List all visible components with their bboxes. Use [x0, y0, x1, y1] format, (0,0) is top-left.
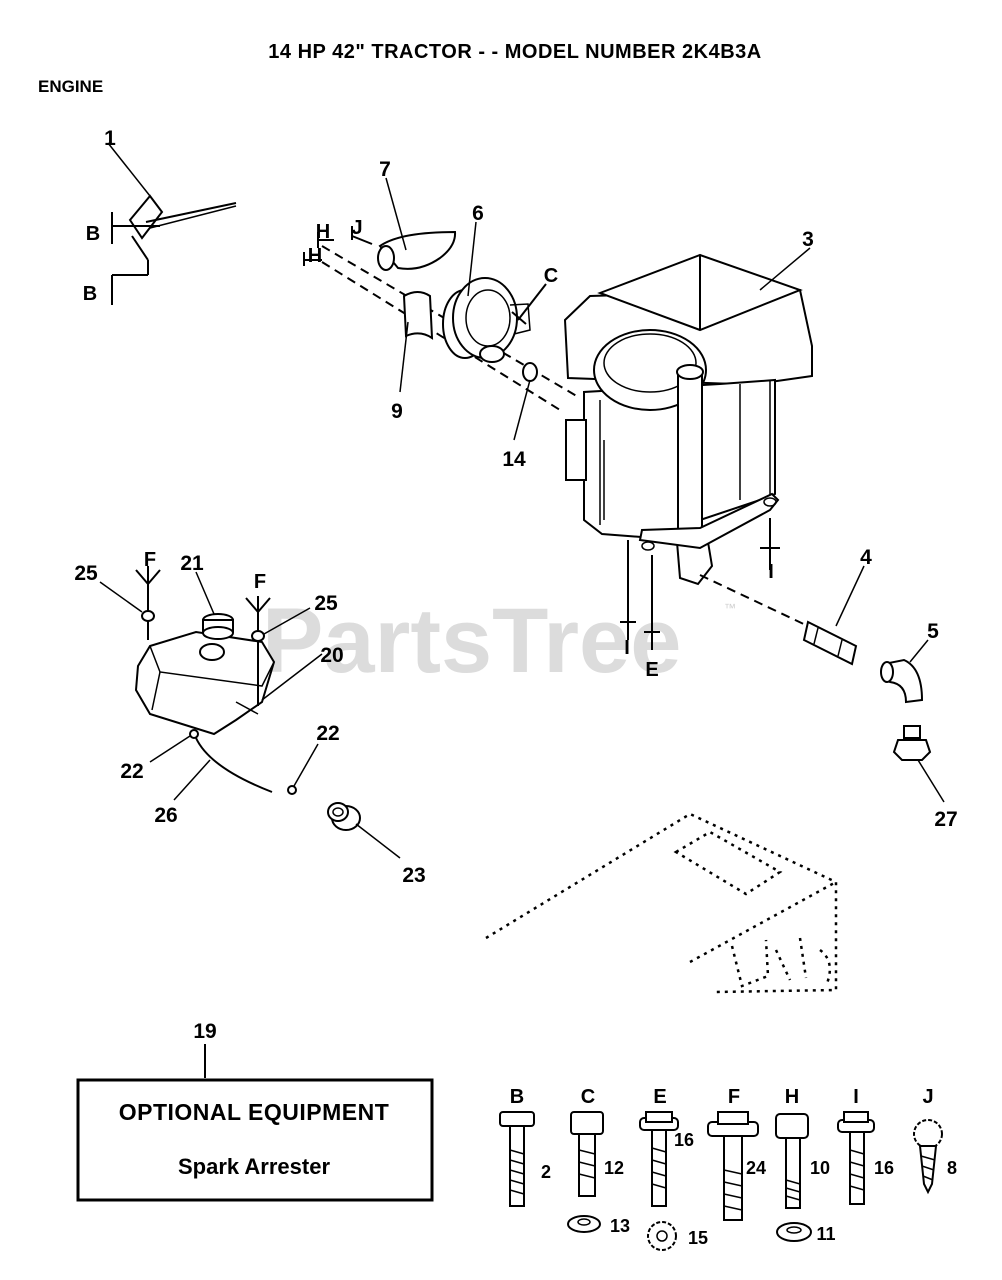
hardware-c-washer: 13	[610, 1216, 630, 1236]
leader-4	[835, 565, 865, 627]
leader-26	[173, 759, 211, 801]
engine-mount-lines	[620, 518, 780, 650]
callout-26: 26	[154, 804, 177, 827]
letter-e: E	[645, 659, 658, 681]
leader-22-left	[149, 735, 191, 763]
leader-9	[399, 321, 409, 393]
hardware-i-qty: 16	[874, 1158, 894, 1178]
part-23-grommet	[327, 802, 361, 831]
trademark-symbol: ™	[724, 601, 736, 615]
watermark: PartsTree	[262, 590, 681, 692]
leader-23	[355, 823, 401, 859]
callout-25-right: 25	[314, 592, 338, 615]
callout-5: 5	[927, 620, 939, 643]
letter-f-left: F	[144, 549, 156, 571]
section-label: ENGINE	[38, 77, 103, 96]
part-4-pipe	[802, 620, 858, 666]
hardware-c-letter: C	[581, 1086, 595, 1108]
letter-i-right: I	[768, 561, 774, 583]
hardware-h-letter: H	[785, 1086, 799, 1108]
callout-22-right: 22	[316, 722, 339, 745]
hardware-legend: B 2 C 12 13 E 16 15 F 24 H 10	[499, 1086, 957, 1251]
callout-9: 9	[391, 400, 403, 423]
part-1-throttle-control	[107, 142, 237, 305]
callout-6: 6	[472, 202, 484, 225]
leader-21	[195, 571, 215, 615]
callout-3: 3	[802, 228, 814, 251]
hardware-j-letter: J	[922, 1086, 933, 1108]
letter-c: C	[544, 265, 558, 287]
intake-bolt-indicators	[303, 226, 547, 325]
hardware-h-washer: 11	[816, 1224, 835, 1244]
optional-equipment-box	[76, 1078, 434, 1202]
letter-b-lower: B	[83, 283, 97, 305]
leader-6	[467, 221, 477, 297]
hardware-b-qty: 2	[541, 1162, 551, 1182]
callout-1: 1	[104, 127, 116, 150]
part-21-fuel-cap	[202, 613, 234, 640]
letter-i-left: I	[624, 637, 630, 659]
callout-7: 7	[379, 158, 391, 181]
part-20-fuel-tank	[134, 630, 276, 736]
hardware-c-qty: 12	[604, 1158, 624, 1178]
callout-22-left: 22	[120, 760, 143, 783]
callout-23: 23	[402, 864, 425, 887]
leader-14	[513, 379, 531, 441]
callout-21: 21	[180, 552, 204, 575]
part-27-fitting	[892, 725, 932, 761]
callout-25-left: 25	[74, 562, 98, 585]
letter-h-upper: H	[316, 221, 330, 243]
part-5-elbow	[880, 658, 924, 704]
hardware-h-qty: 10	[810, 1158, 830, 1178]
letter-h-lower: H	[308, 245, 322, 267]
leader-25-left	[99, 581, 143, 613]
letter-f-right: F	[254, 571, 266, 593]
air-intake-assembly	[321, 230, 581, 411]
hardware-f-letter: F	[728, 1086, 740, 1108]
hardware-j-qty: 8	[947, 1158, 957, 1178]
leader-22-right	[293, 743, 319, 787]
hardware-e-qty: 16	[674, 1130, 694, 1150]
optional-equipment-item: Spark Arrester	[178, 1154, 330, 1179]
callout-20: 20	[320, 644, 343, 667]
leader-7	[385, 177, 407, 251]
callout-19: 19	[193, 1020, 216, 1043]
callout-27: 27	[934, 808, 957, 831]
diagram-title: 14 HP 42" TRACTOR - - MODEL NUMBER 2K4B3…	[268, 41, 761, 63]
optional-equipment-heading: OPTIONAL EQUIPMENT	[119, 1099, 390, 1125]
callout-14: 14	[502, 448, 526, 471]
hardware-i-letter: I	[853, 1086, 859, 1108]
leader-27	[917, 759, 945, 803]
part-3-engine	[563, 253, 813, 628]
tractor-chassis-outline	[485, 812, 838, 994]
letter-j: J	[351, 217, 362, 239]
leader-20	[261, 653, 323, 701]
hardware-b-letter: B	[510, 1086, 524, 1108]
leader-25-right	[263, 607, 311, 635]
letter-b-upper: B	[86, 223, 100, 245]
hardware-e-washer: 15	[688, 1228, 708, 1248]
leader-3	[759, 247, 811, 291]
leader-5	[909, 639, 929, 663]
tank-mount-indicators	[135, 566, 271, 706]
hardware-f-qty: 24	[746, 1158, 766, 1178]
part-26-fuel-line	[189, 729, 297, 795]
hardware-e-letter: E	[653, 1086, 666, 1108]
callout-4: 4	[860, 546, 872, 569]
